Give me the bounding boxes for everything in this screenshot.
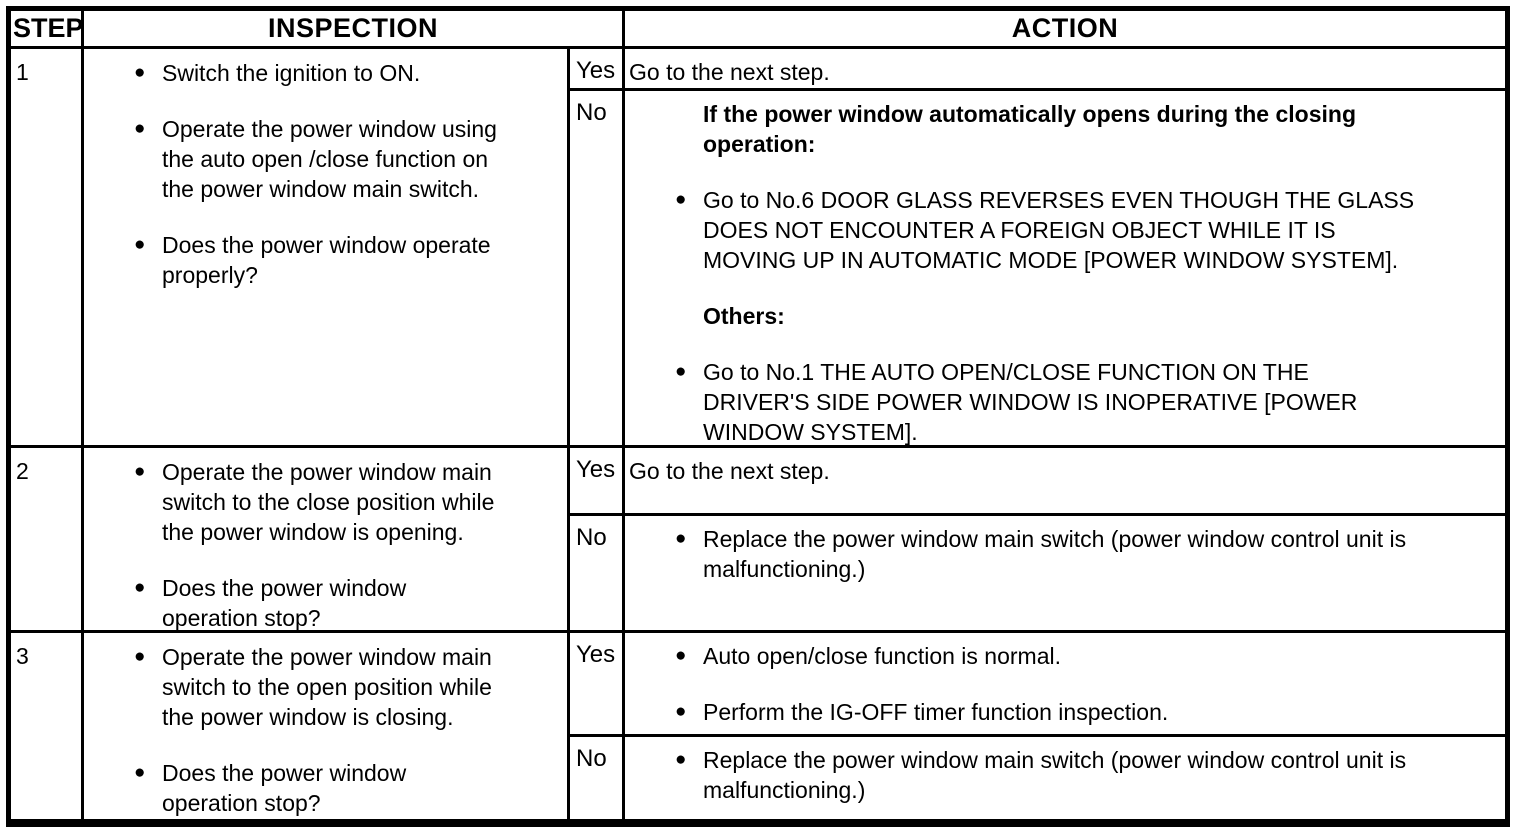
action-item: ● Go to No.1 THE AUTO OPEN/CLOSE FUNCTIO… [625,357,1499,445]
bullet-icon: ● [675,361,687,382]
action-yes-cell: Go to the next step. [625,448,1505,516]
yes-label: Yes [576,57,616,84]
bullet-icon: ● [134,118,146,139]
step-number-cell: 3 [11,633,84,819]
bullet-icon: ● [675,645,687,666]
bullet-icon: ● [134,234,146,255]
inspection-cell: ● Operate the power window main switch t… [84,448,570,633]
action-item: ● Go to No.6 DOOR GLASS REVERSES EVEN TH… [625,185,1499,275]
action-no-cell: If the power window automatically opens … [625,91,1505,448]
step-number: 1 [16,59,29,85]
inspection-column-header: INSPECTION [84,11,625,49]
bullet-icon: ● [134,646,146,667]
bullet-icon: ● [134,577,146,598]
bullet-icon: ● [675,701,687,722]
no-cell: No [570,737,625,819]
inspection-item: ● Operate the power window main switch t… [84,642,561,732]
yes-label: Yes [576,456,616,483]
inspection-item-text: Does the power window operate properly? [162,232,491,288]
inspection-item: ● Switch the ignition to ON. [84,58,561,88]
bullet-icon: ● [675,528,687,549]
step-header-label: STEP [13,13,84,43]
bullet-icon: ● [675,749,687,770]
no-label: No [576,99,607,126]
action-text: Go to the next step. [629,59,830,85]
inspection-item-text: Operate the power window main switch to … [162,644,492,730]
action-item-text: Go to No.1 THE AUTO OPEN/CLOSE FUNCTION … [703,359,1358,445]
inspection-item: ● Operate the power window main switch t… [84,457,561,547]
inspection-cell: ● Operate the power window main switch t… [84,633,570,819]
action-no-cell: ● Replace the power window main switch (… [625,516,1505,633]
action-item: ● Replace the power window main switch (… [625,745,1499,805]
action-header-label: ACTION [1011,13,1119,43]
action-item-text: Perform the IG-OFF timer function inspec… [703,699,1169,725]
step-number: 2 [16,458,29,484]
yes-cell: Yes [570,633,625,737]
inspection-item-text: Does the power window operation stop? [162,760,407,816]
inspection-item-text: Switch the ignition to ON. [162,60,421,86]
action-heading: If the power window automatically opens … [703,101,1356,157]
bullet-icon: ● [675,189,687,210]
action-item-text: Replace the power window main switch (po… [703,747,1407,803]
inspection-item-text: Operate the power window using the auto … [162,116,497,202]
action-text: Go to the next step. [629,458,830,484]
no-cell: No [570,91,625,448]
action-item-text: Replace the power window main switch (po… [703,526,1407,582]
step-column-header: STEP [11,11,84,49]
yes-label: Yes [576,641,616,668]
bullet-icon: ● [134,62,146,83]
no-label: No [576,745,607,772]
action-item-text: Auto open/close function is normal. [703,643,1061,669]
action-column-header: ACTION [625,11,1505,49]
action-item: ● Perform the IG-OFF timer function insp… [625,697,1499,727]
inspection-cell: ● Switch the ignition to ON. ● Operate t… [84,49,570,448]
action-item-text: Go to No.6 DOOR GLASS REVERSES EVEN THOU… [703,187,1415,273]
inspection-item: ● Does the power window operation stop? [84,758,561,818]
yes-cell: Yes [570,448,625,516]
bullet-icon: ● [134,461,146,482]
inspection-item: ● Does the power window operate properly… [84,230,561,290]
inspection-item-text: Operate the power window main switch to … [162,459,495,545]
step-number: 3 [16,643,29,669]
inspection-item: ● Does the power window operation stop? [84,573,561,631]
action-no-cell: ● Replace the power window main switch (… [625,737,1505,819]
no-label: No [576,524,607,551]
no-cell: No [570,516,625,633]
bullet-icon: ● [134,762,146,783]
inspection-item: ● Operate the power window using the aut… [84,114,561,204]
step-number-cell: 2 [11,448,84,633]
action-yes-cell: ● Auto open/close function is normal. ● … [625,633,1505,737]
action-yes-cell: Go to the next step. [625,49,1505,91]
action-item: ● Replace the power window main switch (… [625,524,1499,584]
inspection-header-label: INSPECTION [267,13,439,43]
step-number-cell: 1 [11,49,84,448]
yes-cell: Yes [570,49,625,91]
action-heading: Others: [703,303,785,329]
troubleshooting-table: STEP INSPECTION ACTION 1 ● Switch the ig… [6,6,1510,827]
inspection-item-text: Does the power window operation stop? [162,575,407,631]
action-item: ● Auto open/close function is normal. [625,641,1499,671]
